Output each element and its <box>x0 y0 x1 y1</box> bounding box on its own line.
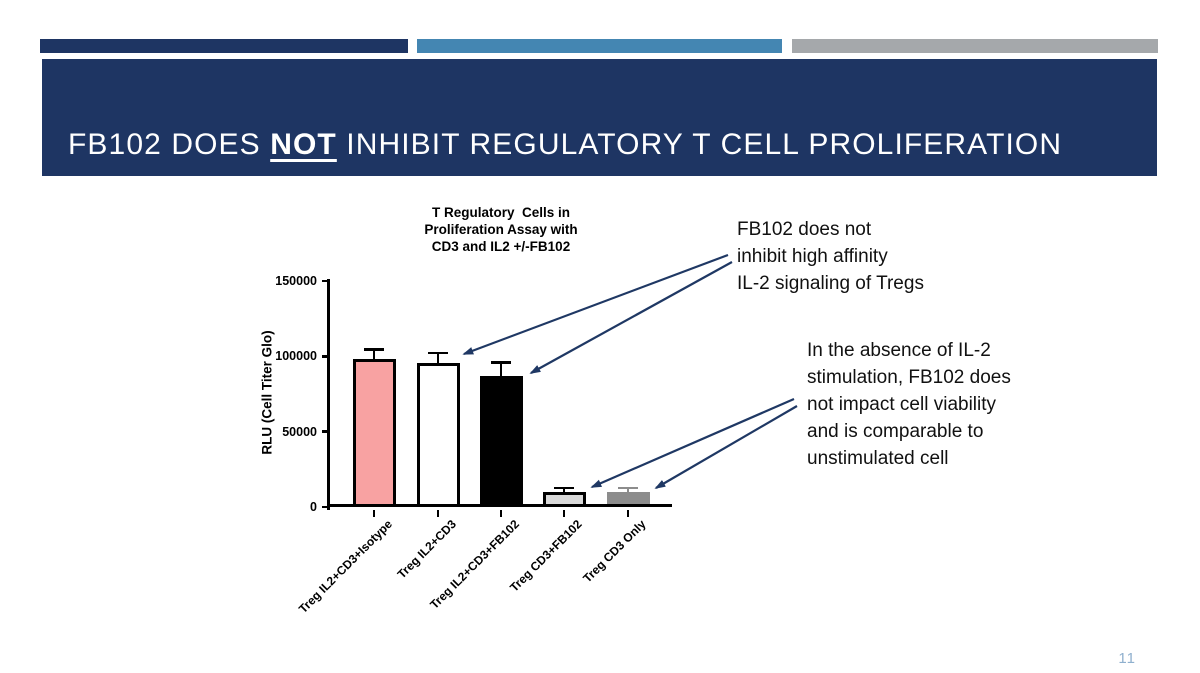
y-tick <box>322 355 330 358</box>
slide-title-emphasis: NOT <box>270 128 337 161</box>
error-bar <box>562 488 566 493</box>
error-bar <box>436 353 440 364</box>
y-tick-label: 150000 <box>275 274 317 288</box>
error-bar-cap <box>364 348 384 351</box>
y-tick <box>322 505 330 509</box>
y-tick-label: 0 <box>310 500 317 514</box>
y-tick <box>322 279 330 283</box>
accent-bar-gray <box>792 39 1158 53</box>
slide-title-prefix: FB102 DOES <box>68 128 271 161</box>
bar <box>416 363 460 507</box>
x-category-label: Treg IL2+CD3 <box>394 517 459 582</box>
y-tick <box>322 430 330 433</box>
plot-area: 0 50000 100000 150000 <box>275 274 672 517</box>
accent-bar-navy <box>40 39 408 53</box>
error-bar-cap <box>618 486 638 490</box>
slide-title-suffix: INHIBIT REGULATORY T CELL PROLIFERATION <box>336 128 1063 161</box>
error-bar-cap <box>491 361 511 364</box>
y-axis-line <box>327 279 330 510</box>
annotation-cell-viability: In the absence of IL-2 stimulation, FB10… <box>807 340 1011 469</box>
title-banner: FB102 DOES NOT INHIBIT REGULATORY T CELL… <box>42 59 1157 176</box>
y-tick-label: 100000 <box>275 349 317 364</box>
x-category-label: Treg IL2+CD3+Isotype <box>295 517 395 617</box>
x-tick <box>372 510 376 517</box>
error-bar-cap <box>554 486 574 490</box>
x-category-label: Treg CD3 Only <box>580 517 649 586</box>
arrow-to-cd3only-bar <box>654 405 798 489</box>
x-tick <box>562 510 566 517</box>
bar <box>479 375 523 507</box>
error-bar <box>626 488 630 492</box>
accent-bar-blue <box>417 39 782 53</box>
error-bar <box>499 362 503 376</box>
error-bar-cap <box>428 351 448 355</box>
chart-title: T Regulatory Cells in Proliferation Assa… <box>424 205 578 254</box>
x-axis-line <box>327 504 672 507</box>
x-tick <box>436 510 440 517</box>
annotation-il2-signaling: FB102 does not inhibit high affinity IL-… <box>737 219 924 294</box>
error-bar <box>372 349 376 359</box>
x-tick <box>626 510 630 517</box>
page-number: 11 <box>1118 650 1136 667</box>
y-tick-label: 50000 <box>282 424 317 439</box>
slide-title: FB102 DOES NOT INHIBIT REGULATORY T CELL… <box>68 128 1062 162</box>
x-tick <box>499 510 503 517</box>
bar <box>352 358 396 507</box>
y-axis-label: RLU (Cell Titer Glo) <box>259 330 275 455</box>
